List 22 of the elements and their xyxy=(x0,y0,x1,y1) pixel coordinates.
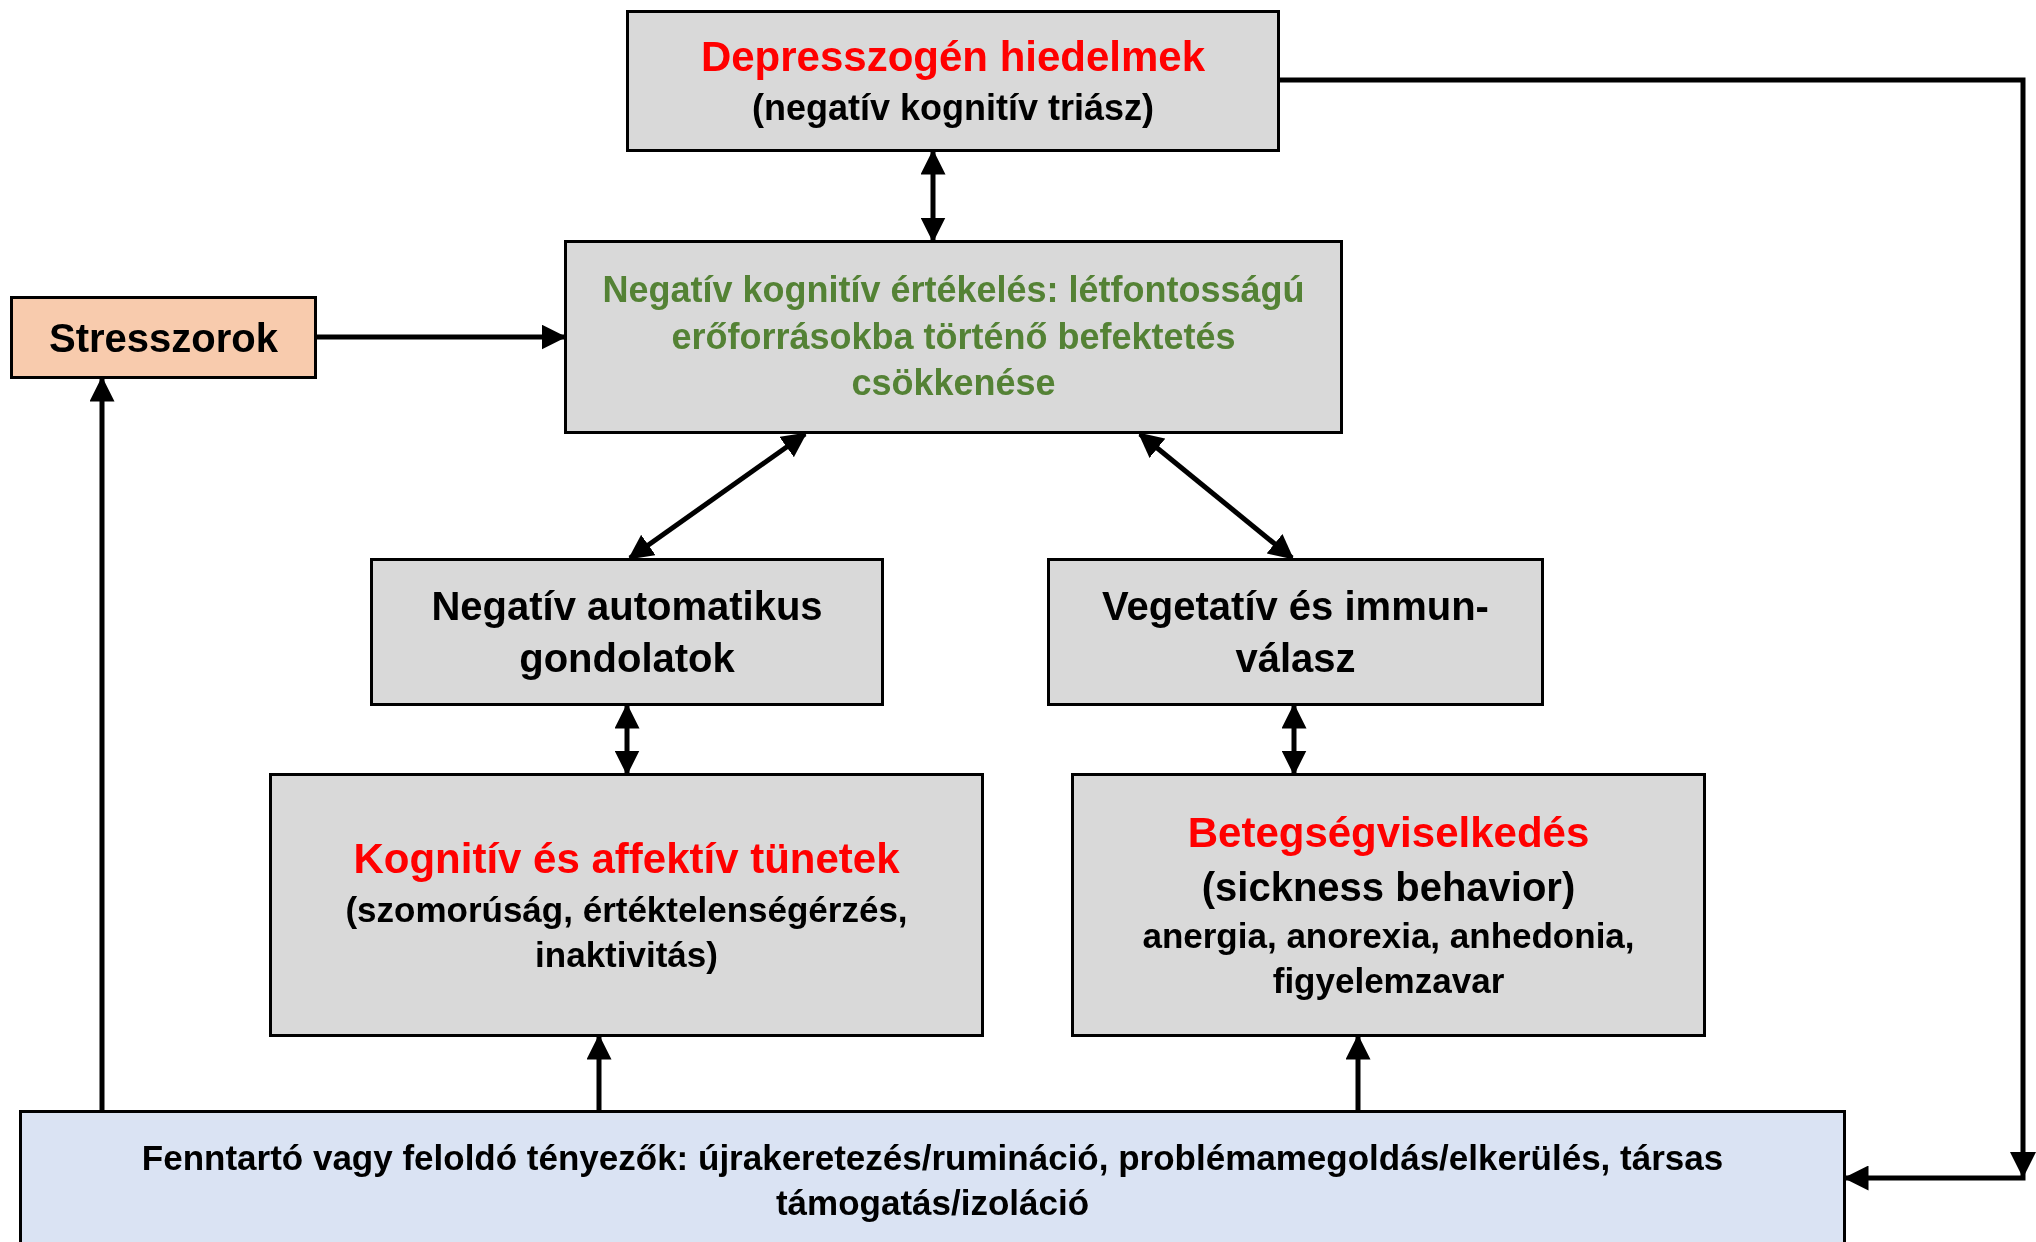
box-text: (sickness behavior) xyxy=(1201,863,1576,911)
box-text: Stresszorok xyxy=(49,314,278,362)
process-box xyxy=(269,773,984,1037)
process-box xyxy=(10,296,317,379)
box-text: Vegetatív és immun-válasz xyxy=(1101,583,1490,682)
process-box xyxy=(1071,773,1706,1037)
arrow xyxy=(1138,432,1294,560)
process-box xyxy=(626,10,1280,152)
box-text: anergia, anorexia, anhedonia, figyelemzavar xyxy=(1141,914,1636,1003)
box-text: Negatív kognitív értékelés: létfontosságú erőforrásokba történő befektetés csökkenése xyxy=(601,267,1306,406)
box-text: Betegségviselkedés xyxy=(1187,808,1590,859)
box-text: Kognitív és affektív tünetek xyxy=(353,834,900,885)
process-box xyxy=(564,240,1343,434)
process-box xyxy=(19,1110,1846,1242)
process-box xyxy=(1047,558,1544,706)
arrow xyxy=(1280,77,2036,1191)
box-text: Fenntartó vagy feloldó tényezők: újrakeretezés/rumináció, problémamegoldás/elkerülés, társas támogatás/izoláció xyxy=(140,1136,1725,1224)
box-text: (negatív kognitív triász) xyxy=(751,85,1155,130)
box-text: Depresszogén hiedelmek xyxy=(700,32,1206,83)
box-text: (szomorúság, értéktelenségérzés, inaktivitás) xyxy=(344,888,909,977)
box-text: Negatív automatikus gondolatok xyxy=(430,583,824,682)
process-box xyxy=(370,558,884,706)
